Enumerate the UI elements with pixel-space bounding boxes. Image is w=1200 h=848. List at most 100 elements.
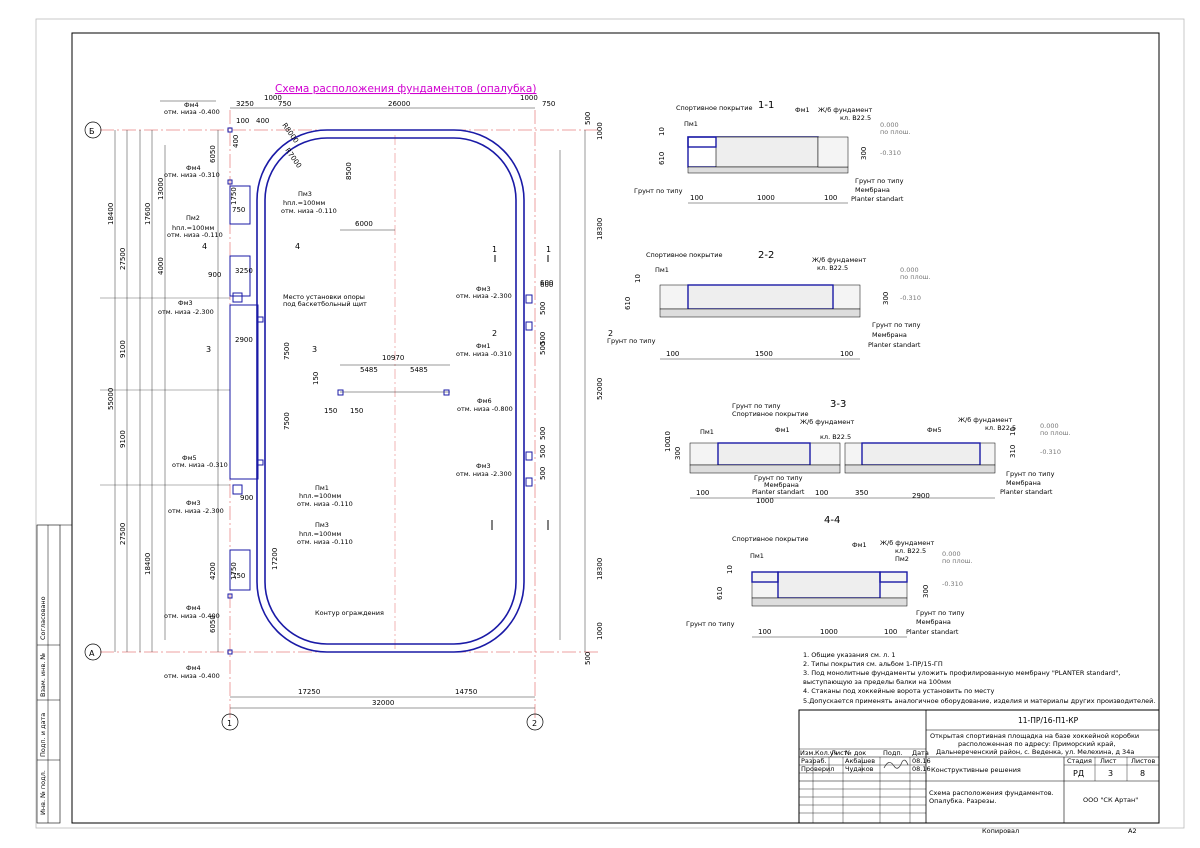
s4-lev-1: по плош. (942, 557, 973, 565)
s1-lbl-1: Фм1 (795, 106, 810, 114)
section-4-4: 4-4 Спортивное покрытие Пм1 Фм1 Ж/б фунд… (686, 515, 973, 638)
callout-14-note: hпл.=100мм (299, 530, 341, 538)
note-4: 4. Стаканы под хоккейные ворота установи… (803, 687, 995, 695)
stamp-date-0: 08.16 (912, 757, 931, 765)
dim-left-0: 18400 (107, 203, 115, 225)
dim-left-8: 18400 (144, 553, 152, 575)
s2-lbl-1: Пм1 (655, 266, 669, 274)
sec-mark-1a: 1 (492, 245, 497, 254)
s3-dim-6: 350 (855, 489, 868, 497)
stamp-stage-v-2: 8 (1140, 769, 1145, 778)
s4-lbl-4: кл. В22.5 (895, 547, 926, 555)
dim-inner-4: 10970 (382, 354, 404, 362)
callout-12-note: отм. низа -2.300 (456, 470, 512, 478)
s3-lbl-9: Грунт по типу (754, 474, 803, 482)
s3-dim-9: 10 (1009, 427, 1017, 436)
s3-lbl-1: Спортивное покрытие (732, 410, 808, 418)
s2-dim-2: 10 (634, 274, 642, 283)
section-3-3: 3-3 Грунт по типу Спортивное покрытие Пм… (664, 399, 1071, 505)
dim-left-22: 400 (232, 135, 240, 148)
callout-7-note: отм. низа -0.400 (164, 612, 220, 620)
stamp-object-2: Дальнереченский район, с. Веденка, ул. М… (936, 748, 1134, 756)
dim-left-17: 900 (240, 494, 253, 502)
dim-left-7: 27500 (119, 523, 127, 545)
dim-left-5: 55000 (107, 388, 115, 410)
dim-inner-10: 150 (324, 407, 337, 415)
section-marks: 1 1 2 2 3 3 4 4 (202, 242, 613, 530)
dim-right-7: 500 (539, 427, 547, 440)
signature-scribble (883, 759, 909, 769)
s3-lbl-13: Мембрана (1006, 479, 1041, 487)
stamp-stage-h-2: Листов (1131, 757, 1155, 765)
stamp-object-0: Открытая спортивная площадка на базе хок… (930, 732, 1139, 740)
stamp-stage-v-1: 3 (1108, 769, 1113, 778)
callout-13-name: Пм1 (315, 484, 329, 492)
callout-8-note: отм. низа -0.400 (164, 672, 220, 680)
sec-mark-1b: 1 (546, 245, 551, 254)
dim-right-9: 500 (539, 467, 547, 480)
side-stamp-agreed: Согласовано (39, 596, 47, 640)
callout-11-name: Фм6 (477, 397, 492, 405)
s3-dim-0: 10 (664, 431, 672, 440)
callout-10-note: отм. низа -0.310 (456, 350, 512, 358)
section-1-1-title: 1-1 (758, 100, 774, 111)
s2-lev-0: 0.000 (900, 266, 919, 274)
s2-lev-2: -0.310 (900, 294, 921, 302)
note-5: 5.Допускается применять аналогичное обор… (803, 697, 1155, 705)
s2-dim-0: 610 (624, 297, 632, 310)
s2-lbl-0: Спортивное покрытие (646, 251, 722, 259)
dim-left-1: 17600 (144, 203, 152, 225)
dim-left-4: 9100 (119, 340, 127, 358)
s2-dim-4: 1500 (755, 350, 773, 358)
s4-lbl-5: Пм2 (895, 555, 909, 563)
title-block: 11-ПР/16-П1-КР Открытая спортивная площа… (798, 709, 1160, 835)
dim-inner-8: 7500 (283, 412, 291, 430)
callout-5-note: отм. низа -0.310 (172, 461, 228, 469)
dim-right-12: 1000 (596, 622, 604, 640)
dim-left-13: 6050 (209, 145, 217, 163)
section-3-3-title: 3-3 (830, 399, 846, 410)
s3-dim-3: 100 (696, 489, 709, 497)
s4-lev-0: 0.000 (942, 550, 961, 558)
dim-left-20: 750 (232, 206, 245, 214)
section-2-2-title: 2-2 (758, 250, 774, 261)
dim-left-3: 27500 (119, 248, 127, 270)
s3-lbl-5: кл. В22.5 (820, 433, 851, 441)
s3-lbl-2: Пм1 (700, 428, 714, 436)
axis-a-label: А (89, 649, 95, 658)
dim-bottom-1: 14750 (455, 688, 477, 696)
callout-1-name: Фм4 (186, 164, 201, 172)
callout-2-note2: отм. низа -0.110 (167, 231, 223, 239)
s3-dim-4: 1000 (756, 497, 774, 505)
s4-lev-2: -0.310 (942, 580, 963, 588)
s4-dim-0: 610 (716, 587, 724, 600)
callout-3-note2: отм. низа -0.110 (281, 207, 337, 215)
dim-right-3: 600 (540, 281, 553, 289)
dim-right-13: 500 (584, 652, 592, 665)
s2-lbl-4: Грунт по типу (607, 337, 656, 345)
s1-lbl-8: Planter standart (851, 195, 904, 203)
s4-lbl-6: Грунт по типу (686, 620, 735, 628)
dim-left-23: 600 (540, 279, 553, 287)
fence-outer (256, 129, 525, 653)
axis-1-label: 1 (227, 719, 232, 728)
stamp-stage-h-0: Стадия (1067, 757, 1092, 765)
note-1: 2. Типы покрытия см. альбом 1-ПР/15-ГП (803, 660, 943, 668)
stamp-name-1: Чудаков (845, 765, 874, 773)
dim-inner-7: 7500 (283, 342, 291, 360)
callout-4-name: Фм3 (178, 299, 193, 307)
stamp-stage-h-1: Лист (1100, 757, 1117, 765)
s3-dim-1: 100 (664, 439, 672, 452)
callout-10-name: Фм1 (476, 342, 491, 350)
dim-top-6: 1000 (520, 94, 538, 102)
dim-left-9: 17200 (271, 548, 279, 570)
dim-top-5: 26000 (388, 100, 410, 108)
s4-lbl-8: Мембрана (916, 618, 951, 626)
side-stamp-inv: Инв. № подл. (39, 770, 47, 815)
fence-inner (264, 137, 517, 645)
s4-lbl-2: Фм1 (852, 541, 867, 549)
stamp-format: А2 (1128, 827, 1137, 835)
s4-dim-3: 100 (758, 628, 771, 636)
basket-note2: под баскетбольный щит (283, 300, 367, 308)
callout-2-note: hпл.=100мм (172, 224, 214, 232)
